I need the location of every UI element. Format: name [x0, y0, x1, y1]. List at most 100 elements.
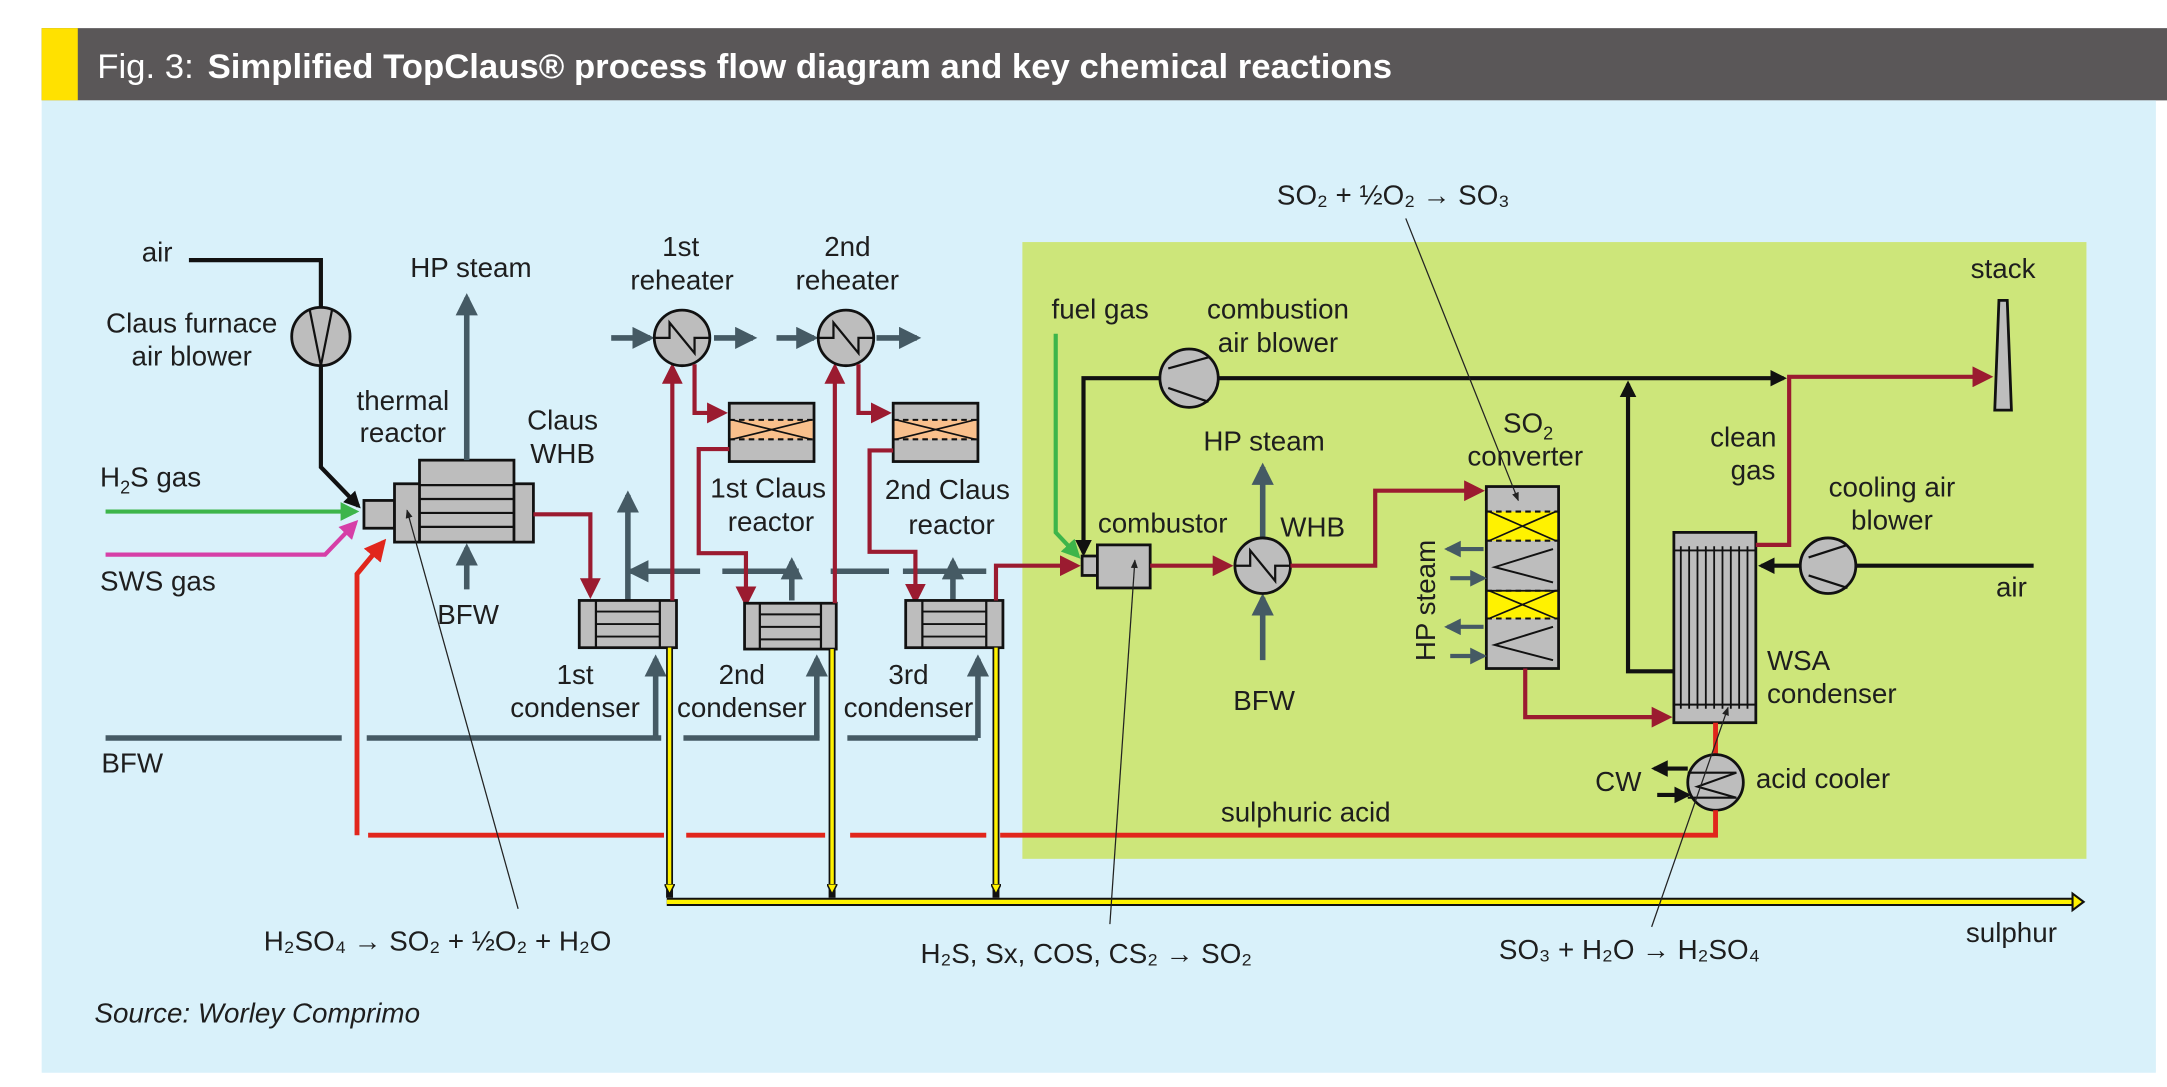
label-clean-gas-b: gas — [1731, 455, 1776, 486]
bfw-header-line — [105, 654, 990, 741]
h2s-h: H — [100, 462, 120, 493]
label-claus-blower-2: air blower — [132, 341, 252, 372]
claus-reactor-1[interactable] — [727, 401, 816, 463]
gas-to-combustor — [993, 555, 1081, 601]
condenser-3[interactable] — [904, 599, 1005, 650]
h2s-rest: S gas — [130, 462, 201, 493]
cooling-air-blower[interactable] — [1798, 536, 1858, 595]
label-hp-steam-1: HP steam — [410, 252, 531, 283]
label-cooling-blower-a: cooling air — [1829, 471, 1956, 502]
label-combustion-blower-b: air blower — [1218, 327, 1338, 358]
combustion-air-blower[interactable] — [1158, 347, 1220, 409]
svg-text:Fig. 3: Simplified TopCl: Fig. 3: Simplified TopClaus® process flo… — [97, 48, 1392, 86]
label-claus-reactor-1-a: 1st Claus — [710, 473, 826, 504]
label-wsa-condenser-b: condenser — [1767, 678, 1897, 709]
reaction-combustion: H₂S, Sx, COS, CS₂ → SO₂ — [920, 938, 1252, 969]
label-clean-gas-a: clean — [1710, 421, 1776, 452]
reaction-acid-decomposition: H₂SO₄ → SO₂ + ½O₂ + H₂O — [264, 926, 612, 957]
label-combustor: combustor — [1098, 507, 1228, 538]
figure-title: Simplified TopClaus® process flow diagra… — [208, 48, 1393, 86]
label-claus-reactor-1-b: reactor — [728, 506, 814, 537]
label-claus-reactor-2-b: reactor — [908, 509, 994, 540]
condenser-1[interactable] — [577, 599, 678, 650]
label-condenser-3-a: 3rd — [888, 659, 928, 690]
gas-to-claus-reactor-1 — [692, 364, 728, 424]
sulphur-arrow-icon — [2071, 891, 2086, 913]
stack[interactable] — [1993, 299, 2013, 412]
combustion-air-line — [1075, 376, 1160, 557]
blower-icon — [1808, 543, 1848, 590]
heat-exchanger-icon — [1687, 771, 1737, 799]
label-air-cooling: air — [1996, 571, 2027, 602]
blower-icon — [1167, 356, 1209, 403]
label-sulphuric-acid: sulphuric acid — [1221, 796, 1391, 827]
claus-furnace-air-blower[interactable] — [290, 305, 352, 368]
label-hp-steam-vertical: HP steam — [1410, 540, 1441, 661]
acid-to-thermal-reactor — [354, 538, 387, 836]
label-so2-converter-a: SO2 — [1503, 407, 1553, 443]
gas-to-condenser-1 — [533, 512, 601, 600]
heat-exchanger-icon — [1234, 547, 1291, 585]
gas-to-condenser-2 — [696, 446, 757, 608]
claus-reactor-2[interactable] — [891, 401, 980, 463]
label-claus-blower-1: Claus furnace — [106, 307, 277, 338]
wsa-condenser[interactable] — [1672, 530, 1758, 725]
reheater-1[interactable] — [652, 308, 712, 368]
condenser-2[interactable] — [743, 601, 838, 651]
label-thermal-reactor-2: reactor — [360, 417, 446, 448]
source-credit: Source: Worley Comprimo — [94, 998, 420, 1029]
sulphur-lines — [667, 647, 2086, 913]
label-wsa-condenser-a: WSA — [1767, 645, 1831, 676]
label-reheater-2-a: 2nd — [824, 231, 870, 262]
label-reheater-2-b: reheater — [796, 264, 899, 295]
air-to-reactor-line — [318, 365, 361, 509]
label-condenser-1-b: condenser — [510, 692, 640, 723]
gas-to-wsa-condenser — [1523, 668, 1673, 728]
label-condenser-3-b: condenser — [844, 692, 974, 723]
so2-text: SO — [1503, 407, 1543, 438]
reaction-pointers — [405, 218, 1729, 928]
label-so2-converter-b: converter — [1467, 441, 1583, 472]
acid-cooler[interactable] — [1686, 753, 1745, 812]
label-h2s-gas: H2S gas — [100, 462, 201, 498]
label-air-in: air — [142, 237, 173, 268]
fuel-gas-line — [1053, 333, 1081, 559]
reheater-2[interactable] — [816, 308, 876, 368]
label-claus-whb-1: Claus — [527, 405, 598, 436]
sws-gas-line — [105, 519, 359, 557]
label-stack: stack — [1971, 253, 2036, 284]
label-reheater-1-a: 1st — [662, 231, 699, 262]
label-cw: CW — [1595, 766, 1642, 797]
so2-converter[interactable] — [1484, 485, 1560, 670]
label-thermal-reactor-1: thermal — [357, 385, 450, 416]
reaction-so2-oxidation: SO₂ + ½O₂ → SO₃ — [1277, 180, 1510, 211]
label-whb: WHB — [1280, 512, 1345, 543]
heat-exchanger-icon — [654, 319, 710, 357]
figure-header: Fig. 3: Simplified TopClaus® process flo… — [41, 28, 2167, 101]
header-bar — [41, 28, 2167, 101]
label-reheater-1-b: reheater — [630, 264, 733, 295]
waste-heat-boiler[interactable] — [1233, 536, 1292, 595]
label-claus-reactor-2-a: 2nd Claus — [885, 474, 1010, 505]
reaction-hydration: SO₃ + H₂O → H₂SO₄ — [1499, 934, 1760, 965]
label-bfw-2: BFW — [1233, 685, 1295, 716]
blower-icon — [308, 309, 334, 366]
converter-steam-lines — [1444, 540, 1487, 665]
gas-to-condenser-3 — [867, 448, 926, 605]
label-sulphur: sulphur — [1966, 917, 2057, 948]
label-claus-whb-2: WHB — [530, 438, 595, 469]
label-condenser-1-a: 1st — [557, 659, 594, 690]
air-feed-line — [188, 258, 323, 309]
h2s-sub: 2 — [120, 477, 130, 497]
combustor[interactable] — [1080, 543, 1152, 590]
label-bfw-1: BFW — [437, 599, 499, 630]
label-combustion-blower-a: combustion — [1207, 293, 1349, 324]
gas-to-so2-converter — [1290, 480, 1485, 568]
label-acid-cooler: acid cooler — [1756, 763, 1890, 794]
clean-gas-line — [1755, 366, 1994, 547]
heat-exchanger-icon — [818, 319, 874, 357]
label-condenser-2-a: 2nd — [719, 659, 765, 690]
hot-air-recycle-line — [1619, 380, 1674, 674]
gas-to-claus-reactor-2 — [856, 364, 892, 424]
